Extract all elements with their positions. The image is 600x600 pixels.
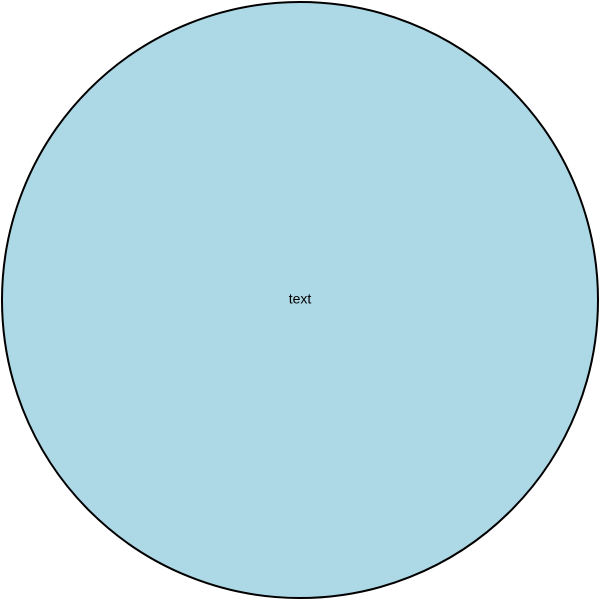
circle-label: text <box>289 291 312 307</box>
